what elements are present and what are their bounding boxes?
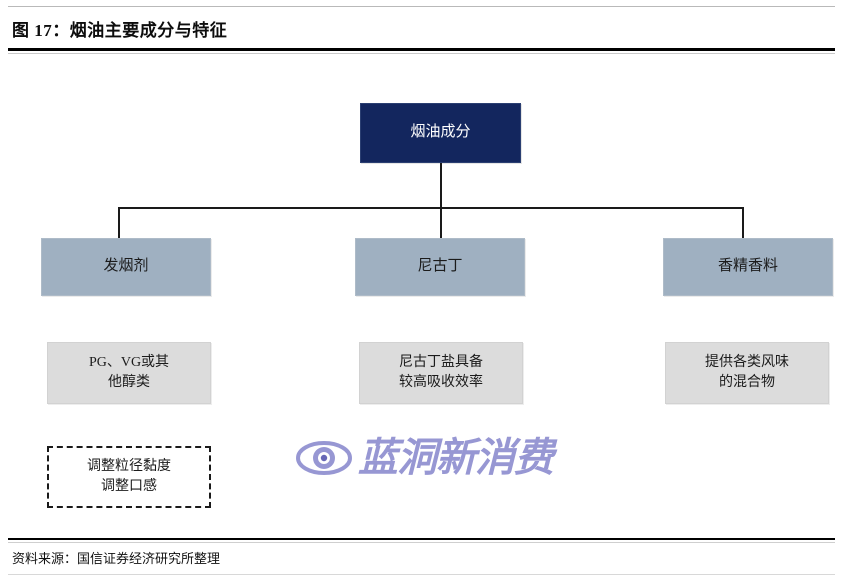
diagram-node-root[interactable]: 烟油成分 [360, 103, 521, 163]
watermark-text: 蓝洞新消费 [358, 436, 554, 480]
footer-rule-thin-divider [8, 542, 835, 543]
diagram-node-description-2[interactable]: 尼古丁盐具备 较高吸收效率 [359, 342, 523, 404]
diagram-node-category-2[interactable]: 尼古丁 [355, 238, 525, 296]
connector-branch-right [742, 207, 744, 240]
connector-root-stem [440, 163, 442, 208]
connector-branch-left [118, 207, 120, 240]
diagram-node-description-3-label: 提供各类风味 的混合物 [705, 354, 789, 390]
diagram-node-root-label: 烟油成分 [410, 124, 471, 141]
connector-branch-center [440, 207, 442, 240]
bottom-hairline-divider [8, 574, 835, 575]
eye-logo-icon [296, 441, 352, 475]
diagram-node-category-3-label: 香精香料 [717, 258, 778, 275]
diagram-node-note-1[interactable]: 调整粒径黏度 调整口感 [47, 446, 211, 508]
title-rule-thin-divider [8, 53, 835, 54]
diagram-node-category-1-label: 发烟剂 [103, 258, 149, 275]
diagram-node-note-1-label: 调整粒径黏度 调整口感 [87, 458, 171, 494]
diagram-node-description-1[interactable]: PG、VG或其 他醇类 [47, 342, 211, 404]
diagram-node-description-1-label: PG、VG或其 他醇类 [88, 354, 170, 390]
footer-rule-divider [8, 538, 835, 540]
title-rule-divider [8, 48, 835, 51]
connector-horizontal-bus [118, 207, 744, 209]
watermark: 蓝洞新消费 [296, 427, 578, 489]
diagram-node-category-2-label: 尼古丁 [417, 258, 463, 275]
source-note: 资料来源：国信证券经济研究所整理 [12, 551, 221, 566]
diagram-node-description-2-label: 尼古丁盐具备 较高吸收效率 [399, 354, 483, 390]
page-title: 图 17：烟油主要成分与特征 [12, 21, 228, 40]
top-hairline-divider [8, 6, 835, 7]
diagram-node-description-3[interactable]: 提供各类风味 的混合物 [665, 342, 829, 404]
diagram-node-category-1[interactable]: 发烟剂 [41, 238, 211, 296]
diagram-node-category-3[interactable]: 香精香料 [663, 238, 833, 296]
